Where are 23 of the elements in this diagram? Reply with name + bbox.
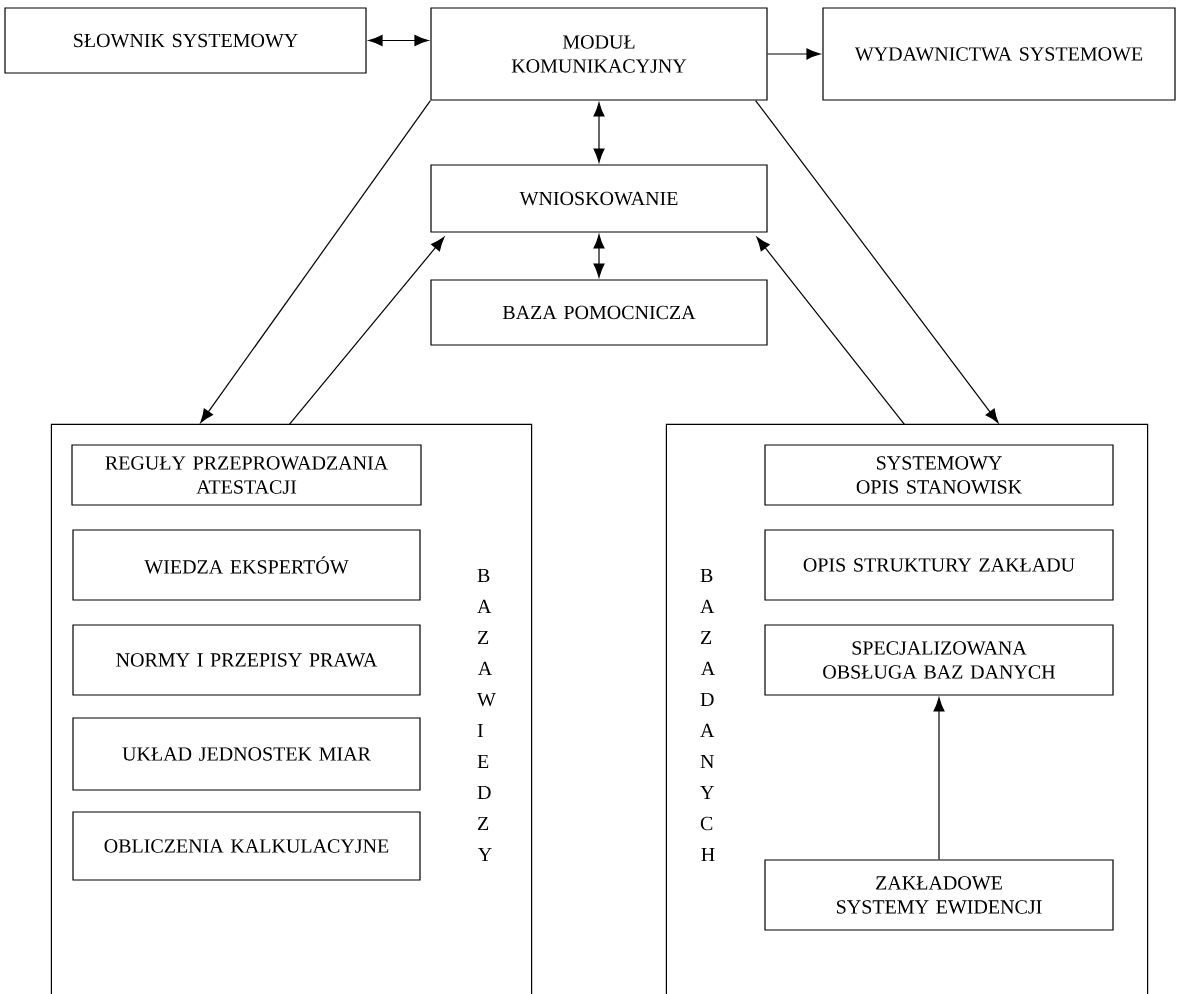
arrow bbox=[756, 236, 905, 425]
process-box: ZAKŁADOWE SYSTEMY EWIDENCJI bbox=[764, 859, 1114, 931]
arrow bbox=[368, 34, 429, 47]
arrow bbox=[200, 100, 431, 423]
arrow bbox=[755, 100, 999, 424]
process-box: UKŁAD JEDNOSTEK MIAR bbox=[72, 717, 421, 791]
process-box: WIEDZA EKSPERTÓW bbox=[72, 529, 421, 601]
arrow bbox=[288, 236, 445, 425]
arrow bbox=[593, 234, 605, 278]
process-box: OPIS STRUKTURY ZAKŁADU bbox=[764, 529, 1114, 601]
process-box: BAZA POMOCNICZA bbox=[430, 279, 768, 346]
process-box: OBLICZENIA KALKULACYJNE bbox=[72, 811, 421, 881]
process-box: MODUŁ KOMUNIKACYJNY bbox=[430, 7, 768, 101]
process-box: SŁOWNIK SYSTEMOWY bbox=[4, 7, 367, 74]
process-box: NORMY I PRZEPISY PRAWA bbox=[72, 624, 421, 696]
process-box: REGUŁY PRZEPROWADZANIA ATESTACJI bbox=[71, 444, 422, 506]
arrow bbox=[767, 48, 821, 60]
process-box: WYDAWNICTWA SYSTEMOWE bbox=[822, 7, 1176, 101]
arrow bbox=[933, 697, 945, 860]
process-box: SYSTEMOWY OPIS STANOWISK bbox=[764, 444, 1114, 506]
process-box: WNIOSKOWANIE bbox=[430, 164, 768, 233]
process-box: SPECJALIZOWANA OBSŁUGA BAZ DANYCH bbox=[764, 624, 1114, 696]
arrow bbox=[593, 102, 605, 163]
